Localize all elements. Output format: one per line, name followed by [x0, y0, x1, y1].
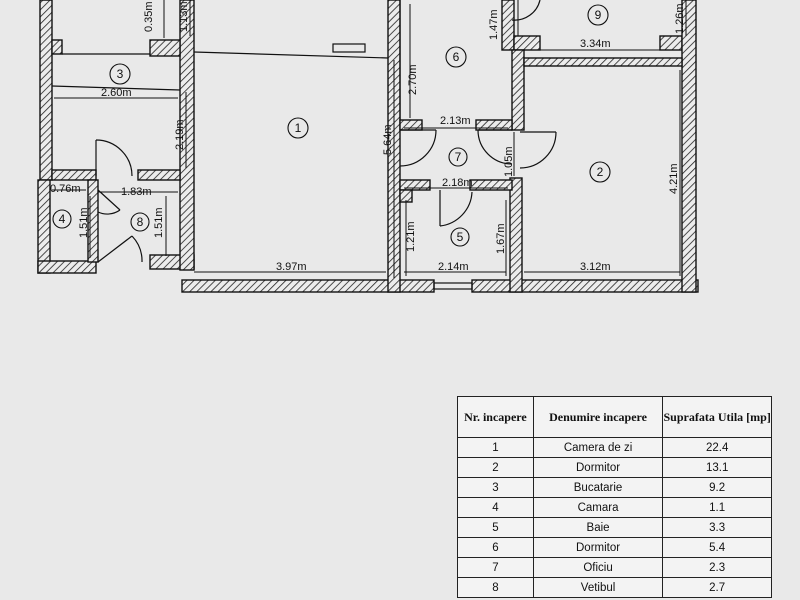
dim-564: 5.64m — [382, 124, 394, 155]
door-room7-left — [399, 129, 437, 167]
svg-text:8: 8 — [137, 215, 144, 229]
cell-area: 22.4 — [662, 437, 772, 458]
room-marker-2: 2 — [589, 161, 611, 183]
doors — [95, 0, 557, 263]
dim-151b: 1.51m — [153, 207, 165, 238]
door-room9 — [511, 0, 541, 21]
dim-147: 1.47m — [488, 9, 500, 40]
room-area-table: Nr. incapere Denumire incapere Suprafata… — [457, 396, 772, 598]
cell-nr: 5 — [457, 517, 534, 538]
cell-area: 5.4 — [662, 537, 772, 558]
cell-nr: 2 — [457, 457, 534, 478]
svg-text:7: 7 — [455, 150, 462, 164]
cell-name: Dormitor — [532, 457, 664, 478]
cell-name: Bucatarie — [532, 477, 664, 498]
dim-151a: 1.51m — [78, 207, 90, 238]
cell-name: Vetibul — [532, 577, 664, 598]
header-room-area: Suprafata Utila [mp] — [662, 396, 772, 438]
dimension-lines — [52, 0, 687, 278]
dim-312: 3.12m — [580, 261, 611, 273]
door-room7-right — [477, 129, 513, 165]
room-marker-8: 8 — [130, 212, 150, 232]
table-header-row: Nr. incapere Denumire incapere Suprafata… — [457, 396, 772, 438]
header-room-name: Denumire incapere — [532, 396, 664, 438]
dim-214: 2.14m — [438, 261, 469, 273]
dim-397: 3.97m — [276, 261, 307, 273]
cell-name: Oficiu — [532, 557, 664, 578]
dim-213: 2.13m — [440, 115, 471, 127]
door-kitchen — [95, 139, 133, 177]
door-camara — [97, 189, 121, 215]
cell-nr: 1 — [457, 437, 534, 458]
svg-text:4: 4 — [59, 212, 66, 226]
cell-area: 2.3 — [662, 557, 772, 578]
room-marker-3: 3 — [109, 63, 131, 85]
dim-421: 4.21m — [668, 163, 680, 194]
svg-text:9: 9 — [595, 8, 602, 22]
dim-113: 1.13m — [178, 1, 190, 32]
room-marker-1: 1 — [287, 117, 309, 139]
dim-105: 1.05m — [503, 146, 515, 177]
svg-text:1: 1 — [295, 121, 302, 135]
door-entrance — [97, 235, 143, 263]
dim-167: 1.67m — [495, 223, 507, 254]
door-bedroom — [519, 131, 557, 169]
cell-nr: 4 — [457, 497, 534, 518]
cell-name: Camara — [532, 497, 664, 518]
cell-area: 13.1 — [662, 457, 772, 478]
cell-area: 9.2 — [662, 477, 772, 498]
dim-183: 1.83m — [121, 186, 152, 198]
cell-name: Dormitor — [532, 537, 664, 558]
dim-219: 2.19m — [174, 119, 186, 150]
svg-text:5: 5 — [457, 230, 464, 244]
cell-nr: 8 — [457, 577, 534, 598]
svg-text:3: 3 — [117, 67, 124, 81]
svg-text:2: 2 — [597, 165, 604, 179]
cell-nr: 7 — [457, 557, 534, 578]
room-markers: 1 2 3 4 5 6 7 8 9 — [52, 4, 611, 247]
cell-name: Camera de zi — [532, 437, 664, 458]
cell-name: Baie — [532, 517, 664, 538]
dim-218: 2.18m — [442, 177, 473, 189]
room-marker-6: 6 — [445, 46, 467, 68]
dim-334: 3.34m — [580, 38, 611, 50]
dim-126: 1.26m — [674, 3, 686, 34]
room-marker-4: 4 — [52, 209, 72, 229]
cell-area: 3.3 — [662, 517, 772, 538]
dimension-labels: 0.35m 1.13m 1.47m 1.26m 3.34m 2.70m 2.60… — [50, 1, 686, 273]
partition-lines — [40, 0, 473, 290]
dim-076: 0.76m — [50, 183, 81, 195]
dim-121: 1.21m — [405, 221, 417, 252]
dim-260: 2.60m — [101, 87, 132, 99]
cell-nr: 6 — [457, 537, 534, 558]
header-room-number: Nr. incapere — [457, 396, 534, 438]
cell-area: 1.1 — [662, 497, 772, 518]
svg-text:6: 6 — [453, 50, 460, 64]
room-marker-7: 7 — [448, 147, 468, 167]
door-bathroom — [439, 190, 473, 227]
room-marker-9: 9 — [587, 4, 609, 26]
dim-270: 2.70m — [407, 64, 419, 95]
cell-nr: 3 — [457, 477, 534, 498]
room-marker-5: 5 — [450, 227, 470, 247]
cell-area: 2.7 — [662, 577, 772, 598]
dim-035: 0.35m — [143, 1, 155, 32]
